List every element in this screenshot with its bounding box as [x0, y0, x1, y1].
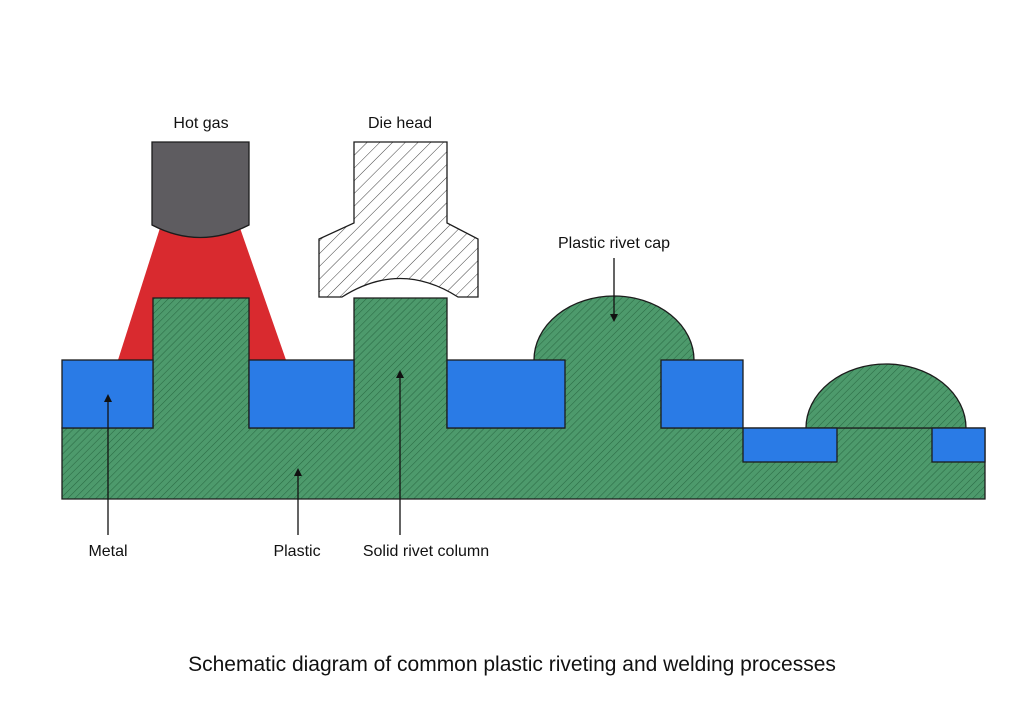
- plastic-rivet-cap-small: [805, 363, 967, 429]
- metal-label: Metal: [88, 543, 127, 560]
- metal-plate: [742, 427, 838, 463]
- label-arrows: [104, 258, 618, 535]
- metal-plate: [931, 427, 986, 463]
- plastic-rivet-cap-label: Plastic rivet cap: [558, 235, 670, 252]
- metal-plate: [248, 359, 355, 429]
- plastic-label: Plastic: [273, 543, 320, 560]
- metal-plate: [446, 359, 566, 429]
- solid-rivet-column-label: Solid rivet column: [363, 543, 489, 560]
- die-head-label: Die head: [368, 115, 432, 132]
- metal-plate: [660, 359, 744, 429]
- rivet-column-cap: [565, 355, 661, 435]
- diagram-caption: Schematic diagram of common plastic rive…: [188, 653, 836, 676]
- hot-gas-nozzle: [151, 141, 250, 239]
- die-head: [318, 141, 479, 298]
- hot-gas-label: Hot gas: [173, 115, 228, 132]
